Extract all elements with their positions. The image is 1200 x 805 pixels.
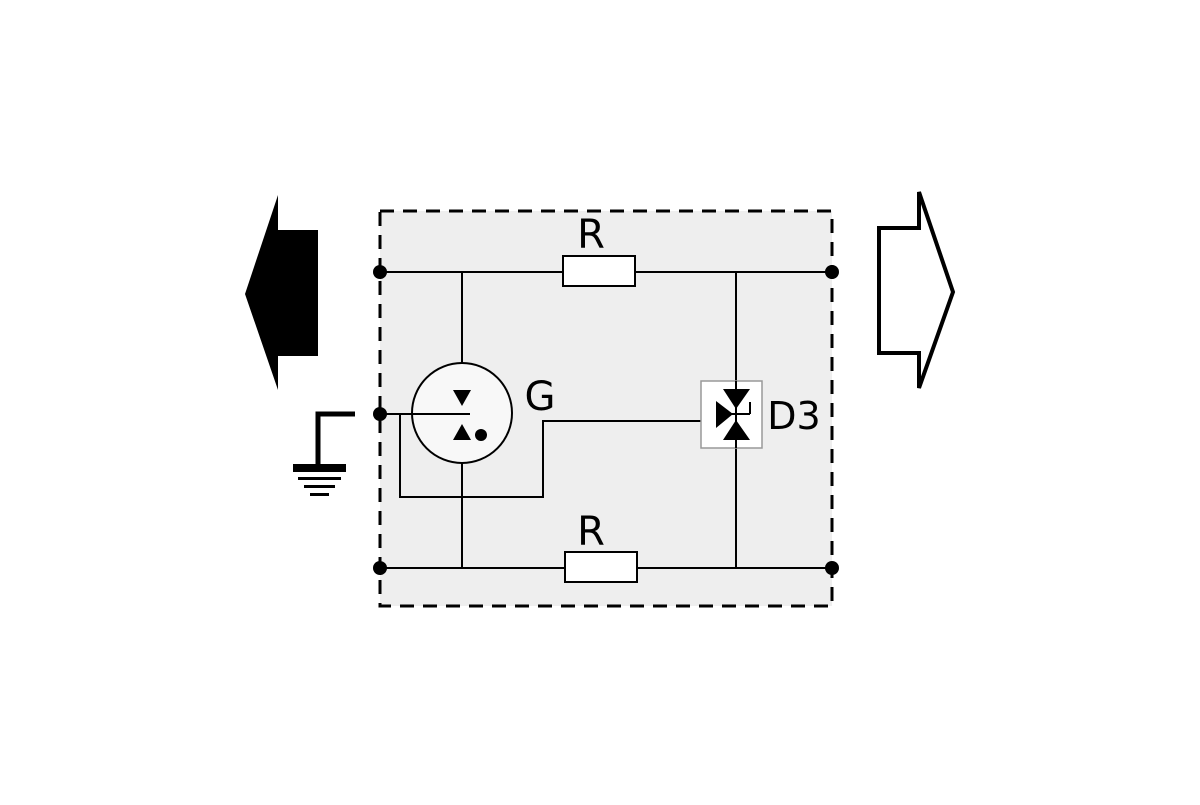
terminal-top-right — [825, 265, 839, 279]
resistor-bottom-label: R — [577, 509, 605, 555]
resistor-top — [562, 255, 636, 287]
terminal-bottom-left — [373, 561, 387, 575]
suppressor-diode-label: D3 — [767, 394, 820, 438]
resistor-bottom — [564, 551, 638, 583]
terminal-top-left — [373, 265, 387, 279]
output-arrow-outline — [877, 191, 956, 389]
suppressor-diode — [700, 380, 763, 449]
ground-symbol — [293, 411, 355, 496]
gas-discharge-tube-label: G — [525, 374, 556, 420]
input-arrow-solid — [245, 195, 318, 390]
resistor-top-label: R — [577, 212, 605, 258]
terminal-bottom-right — [825, 561, 839, 575]
ground-loop-wire — [380, 413, 708, 498]
